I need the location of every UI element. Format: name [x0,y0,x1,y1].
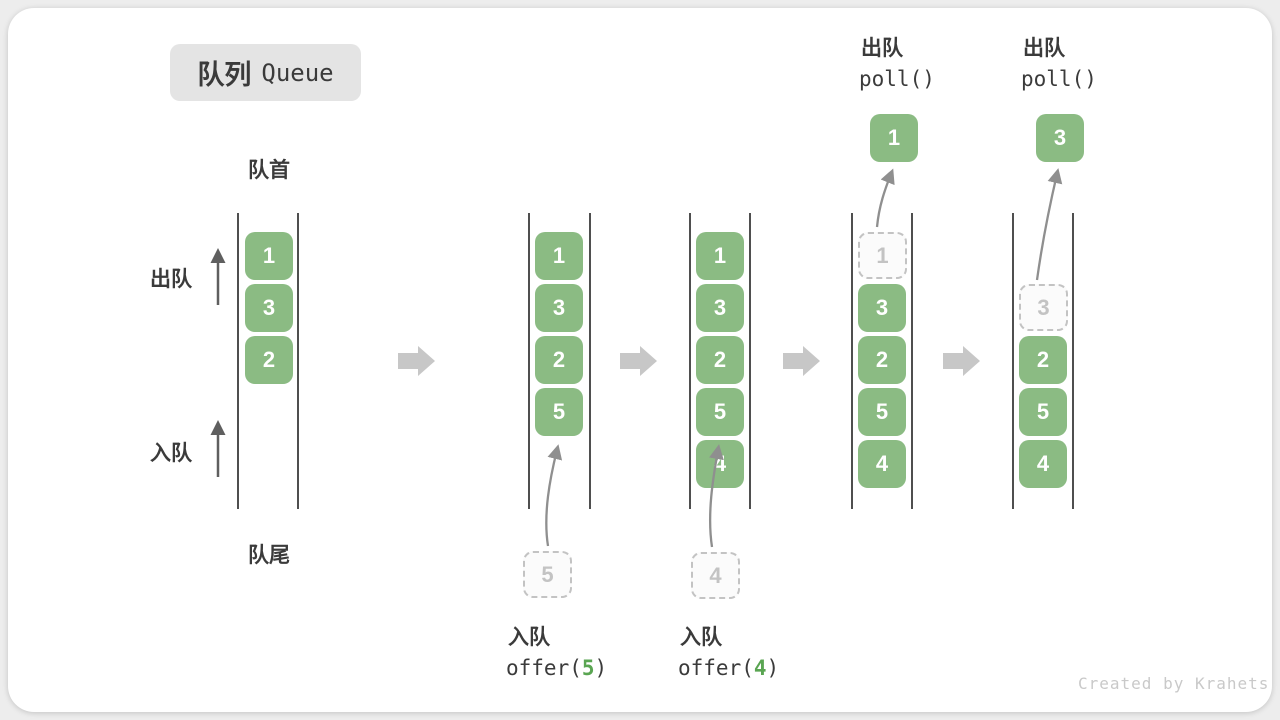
queue-box: 5 [1019,388,1067,436]
right-arrow-icon [783,346,820,376]
queue-box: 5 [535,388,583,436]
code-open: offer( [506,656,582,680]
pending-box: 4 [691,552,740,599]
offer5-code: offer(5) [506,656,607,680]
queue-box: 3 [858,284,906,332]
queue-wall [589,213,591,509]
code-close: ) [766,656,780,680]
queue-wall [237,213,239,509]
queue-box: 4 [858,440,906,488]
queue-box: 2 [245,336,293,384]
queue-wall [689,213,691,509]
polled-box: 3 [1036,114,1084,162]
front-label: 队首 [248,159,290,182]
poll-code: poll() [859,67,935,91]
code-open: offer( [678,656,754,680]
queue-box: 5 [696,388,744,436]
removed-slot-box: 3 [1019,284,1068,331]
dequeue-op-label: 出队 [861,37,903,60]
queue-wall [911,213,913,509]
code-arg: 4 [753,656,767,680]
title-badge: 队列 Queue [170,44,361,101]
dequeue-op-label: 出队 [1023,37,1065,60]
queue-box: 2 [858,336,906,384]
queue-box: 3 [245,284,293,332]
queue-box: 2 [1019,336,1067,384]
enqueue-5-arrow [545,444,563,547]
title-english: Queue [261,58,334,87]
queue-wall [749,213,751,509]
title-chinese: 队列 [197,60,252,90]
queue-box: 2 [535,336,583,384]
queue-box: 3 [696,284,744,332]
poll-code: poll() [1021,67,1097,91]
queue-wall [1072,213,1074,509]
dequeue-3-arrow [1035,168,1063,281]
queue-box: 3 [535,284,583,332]
code-arg: 5 [581,656,595,680]
queue-wall [297,213,299,509]
dequeue-side-label: 出队 [150,268,192,291]
queue-box: 1 [696,232,744,280]
enqueue-side-label: 入队 [150,442,192,465]
enqueue-op-label: 入队 [680,626,722,649]
queue-wall [851,213,853,509]
right-arrow-icon [398,346,435,376]
dequeue-1-arrow [875,168,895,228]
enqueue-op-label: 入队 [508,626,550,649]
queue-box: 1 [245,232,293,280]
queue-box: 4 [1019,440,1067,488]
offer4-code: offer(4) [678,656,779,680]
queue-wall [1012,213,1014,509]
polled-box: 1 [870,114,918,162]
queue-box: 4 [696,440,744,488]
credit-text: Created by Krahets [1078,674,1270,693]
queue-box: 1 [535,232,583,280]
queue-box: 5 [858,388,906,436]
removed-slot-box: 1 [858,232,907,279]
right-arrow-icon [620,346,657,376]
code-close: ) [594,656,608,680]
pending-box: 5 [523,551,572,598]
queue-wall [528,213,530,509]
queue-box: 2 [696,336,744,384]
right-arrow-icon [943,346,980,376]
rear-label: 队尾 [248,544,290,567]
